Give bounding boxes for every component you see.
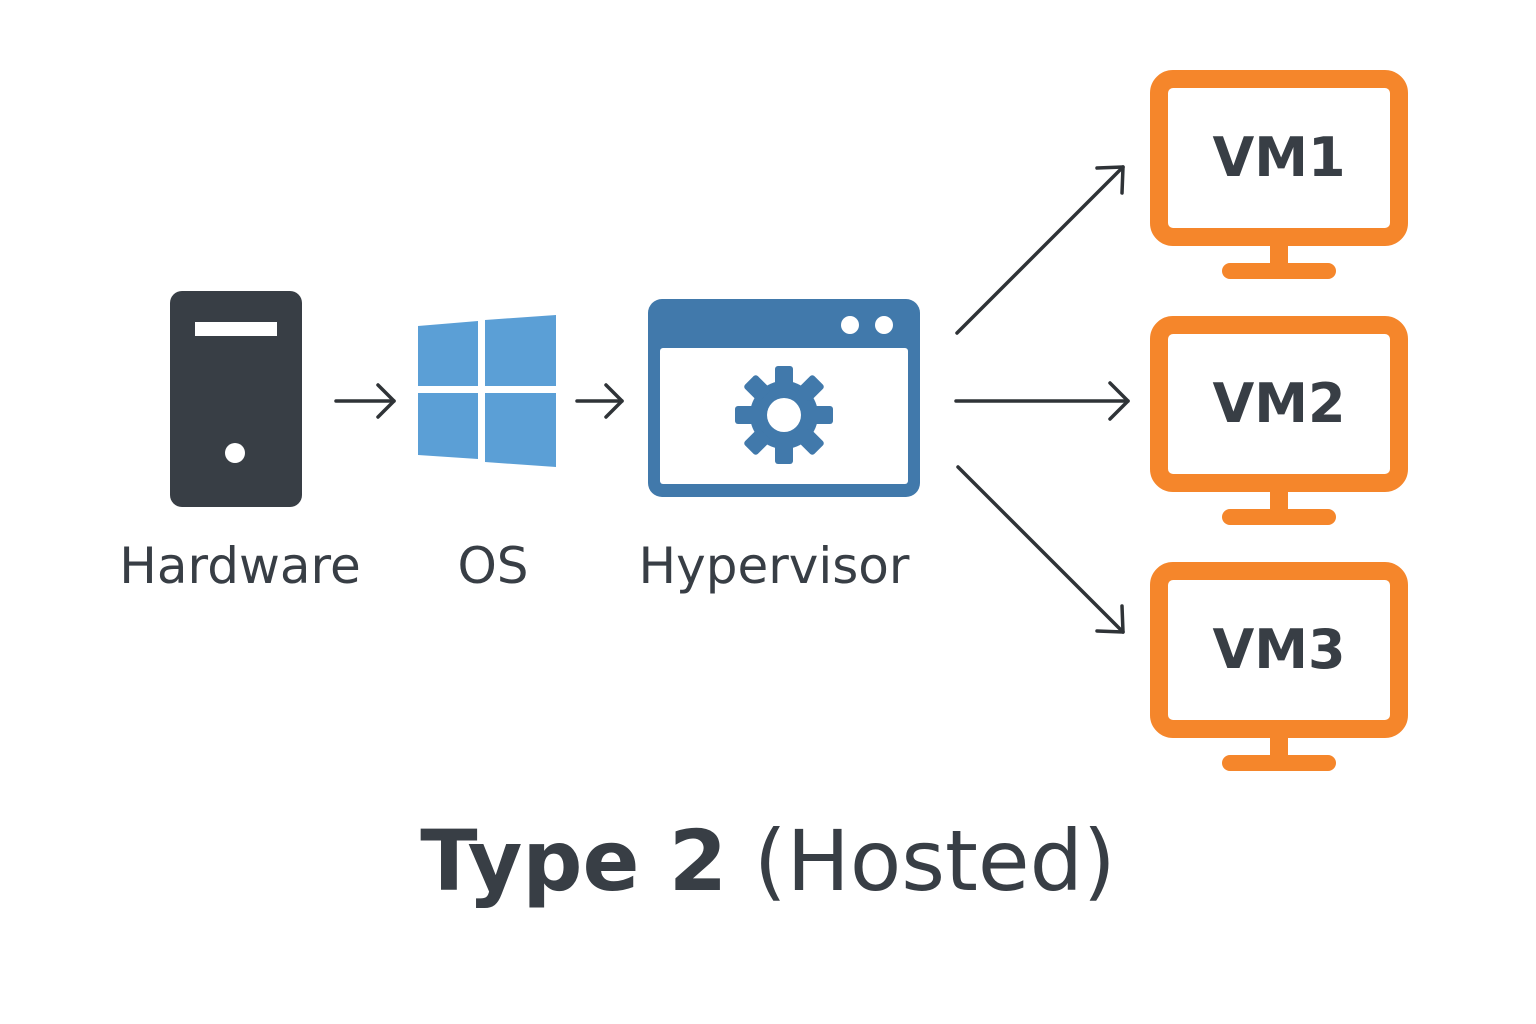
hypervisor-label: Hypervisor: [638, 537, 910, 595]
window-gear-icon: [648, 299, 920, 497]
vm2-monitor-icon: [1150, 316, 1408, 525]
diagram-title: Type 2 (Hosted): [368, 806, 1168, 916]
vm1-label: VM1: [1212, 126, 1346, 189]
arrow-os-to-hypervisor: [575, 383, 624, 419]
diagram-title-sub: (Hosted): [753, 812, 1116, 910]
windows-logo-icon: [418, 315, 556, 467]
os-label: OS: [457, 537, 529, 595]
vm3-label: VM3: [1212, 618, 1346, 681]
server-tower-icon: [170, 291, 302, 507]
arrow-hypervisor-to-vm2: [954, 381, 1130, 421]
arrow-hypervisor-to-vm1: [955, 165, 1125, 335]
vm2-label: VM2: [1212, 372, 1346, 435]
diagram-title-main: Type 2: [420, 812, 728, 910]
hardware-label: Hardware: [119, 537, 361, 595]
vm1-monitor-icon: [1150, 70, 1408, 279]
arrow-hypervisor-to-vm3: [956, 465, 1125, 634]
arrow-hardware-to-os: [334, 383, 396, 419]
vm3-monitor-icon: [1150, 562, 1408, 771]
